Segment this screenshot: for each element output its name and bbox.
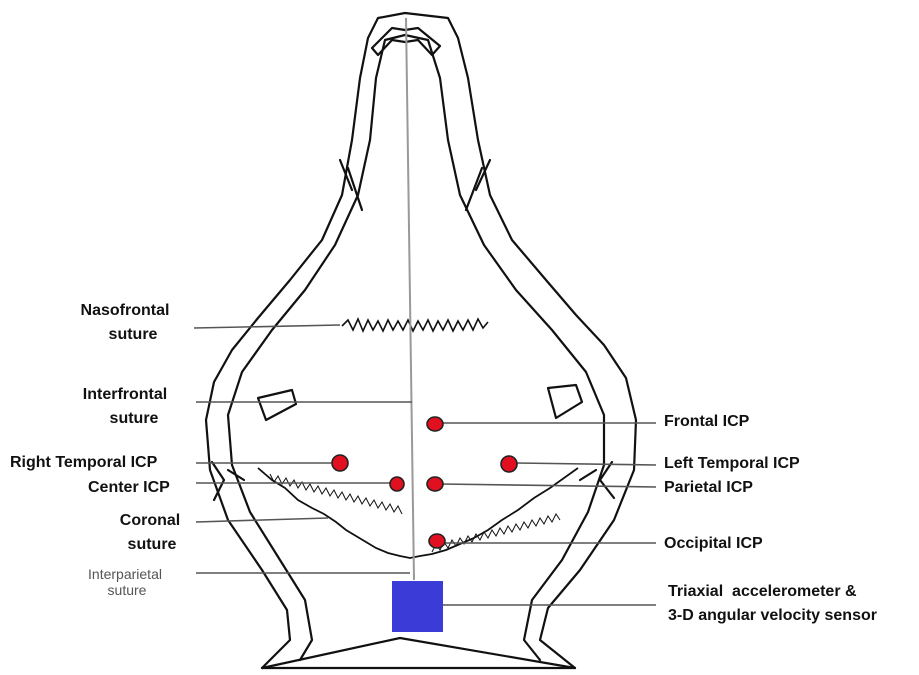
label-interparietal-line1: Interparietal <box>60 566 190 582</box>
sensor-block <box>392 581 443 632</box>
nasal-line-right <box>466 160 490 210</box>
label-sensor: Triaxial accelerometer & 3-D angular vel… <box>668 580 877 628</box>
label-interfrontal-line1: Interfrontal <box>58 383 192 407</box>
leader-parietal <box>440 484 656 487</box>
label-interparietal-line2: suture <box>60 582 190 598</box>
label-coronal-line1: Coronal <box>90 509 210 533</box>
leader-nasofrontal <box>194 325 340 328</box>
label-occipital-icp: Occipital ICP <box>664 532 763 556</box>
label-parietal-icp: Parietal ICP <box>664 476 753 500</box>
label-sensor-line1: Triaxial accelerometer & <box>668 580 877 604</box>
skull-outline <box>206 13 636 668</box>
nasofrontal-suture <box>342 319 488 331</box>
occipital-wedge <box>262 638 575 668</box>
label-frontal-icp: Frontal ICP <box>664 410 749 434</box>
icp-center-dot <box>390 477 404 491</box>
label-interfrontal-line2: suture <box>58 407 192 431</box>
icp-right-temporal-dot <box>332 455 348 471</box>
label-sensor-line2: 3-D angular velocity sensor <box>668 604 877 628</box>
icp-left-temporal-dot <box>501 456 517 472</box>
label-interparietal-suture: Interparietal suture <box>60 566 190 598</box>
icp-occipital-dot <box>429 534 445 548</box>
label-coronal-suture: Coronal suture <box>90 509 210 557</box>
label-right-temporal-icp: Right Temporal ICP <box>10 451 157 475</box>
label-interfrontal-suture: Interfrontal suture <box>58 383 192 431</box>
midline <box>406 18 414 580</box>
right-arch-detail <box>580 462 614 498</box>
skull-inner-outline <box>228 35 604 660</box>
label-coronal-line2: suture <box>90 533 210 557</box>
icp-frontal-dot <box>427 417 443 431</box>
leader-coronal <box>196 518 328 522</box>
label-nasofrontal-line2: suture <box>58 323 192 347</box>
right-zygomatic-loop <box>548 385 582 418</box>
icp-parietal-dot <box>427 477 443 491</box>
coronal-suture <box>258 468 578 558</box>
label-left-temporal-icp: Left Temporal ICP <box>664 452 800 476</box>
label-nasofrontal-suture: Nasofrontal suture <box>58 299 192 347</box>
label-center-icp: Center ICP <box>88 476 170 500</box>
left-zygomatic-loop <box>258 390 296 420</box>
label-nasofrontal-line1: Nasofrontal <box>58 299 192 323</box>
